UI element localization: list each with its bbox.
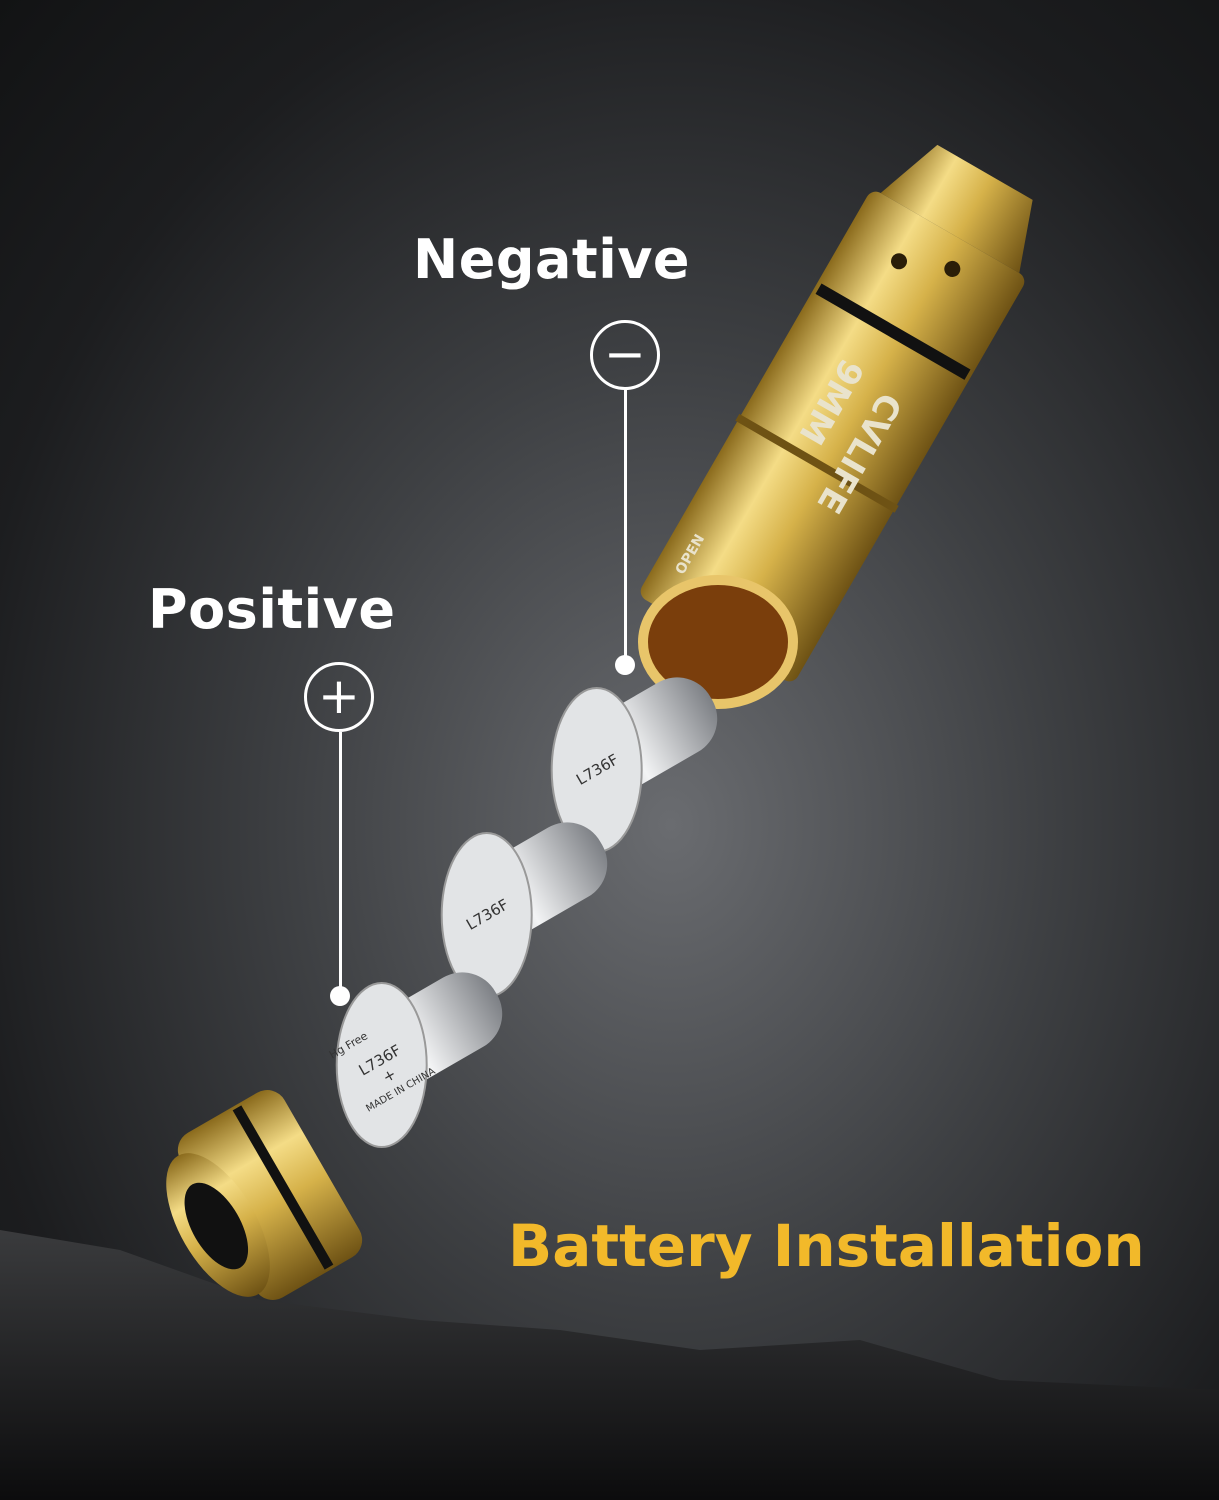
battery-installation-title: Battery Installation xyxy=(508,1212,1145,1280)
positive-callout-dot xyxy=(330,986,350,1006)
battery-2: L736F xyxy=(440,822,608,998)
positive-callout-line xyxy=(339,732,342,994)
minus-icon: − xyxy=(590,320,660,390)
negative-label: Negative xyxy=(413,228,691,291)
positive-label: Positive xyxy=(148,578,396,641)
end-cap xyxy=(166,1090,363,1300)
cartridge-opening xyxy=(638,575,798,709)
rock-ground xyxy=(0,1230,1219,1500)
cartridge: 9MM CVLIFE OPEN xyxy=(640,144,1033,682)
negative-callout-dot xyxy=(615,655,635,675)
plus-icon: + xyxy=(304,662,374,732)
negative-callout-line xyxy=(624,390,627,660)
battery-1: L736F xyxy=(550,677,718,853)
battery-3: Hg Free L736F + MADE IN CHINA xyxy=(327,972,503,1148)
